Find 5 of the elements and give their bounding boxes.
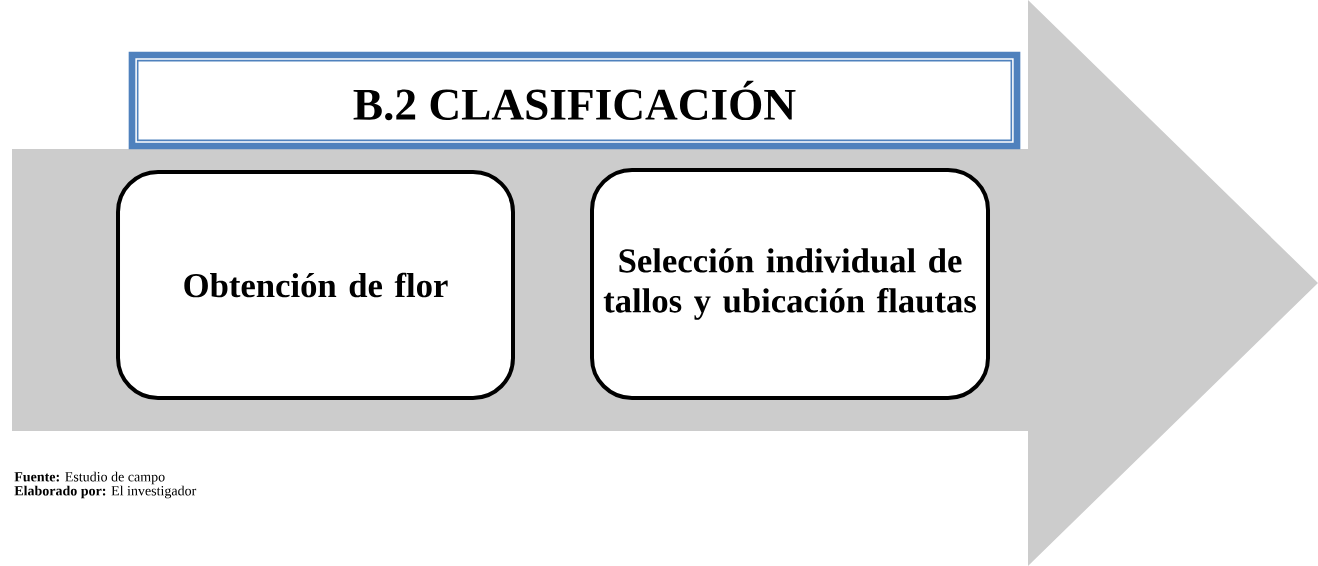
title-box: B.2 CLASIFICACIÓN (128, 51, 1021, 150)
source-note: Elaborado por: El investigador (14, 485, 197, 499)
process-box: Obtención de flor (116, 170, 515, 400)
process-box: Selección individual de tallos y ubicación flautas (590, 168, 990, 400)
source-note: Fuente: Estudio de campo (14, 471, 165, 485)
